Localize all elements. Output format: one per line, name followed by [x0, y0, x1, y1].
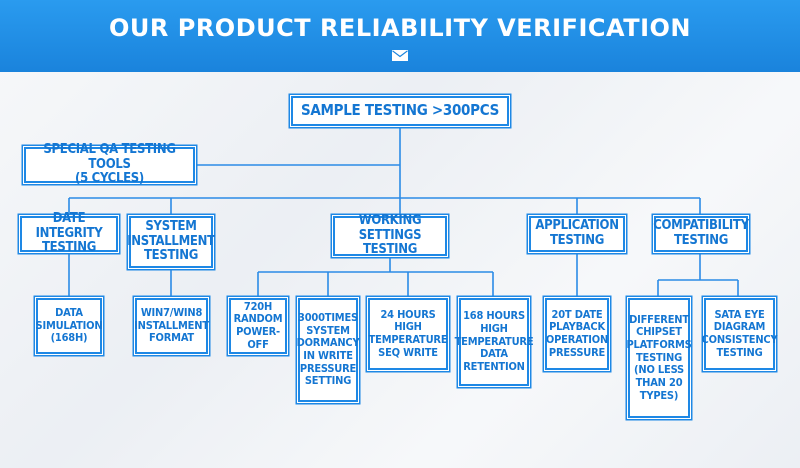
test-chipset-platforms: DIFFERENT CHIPSET PLATFORMS TESTING (NO … [626, 298, 692, 418]
test-win7-win8-installment: WIN7/WIN8 INSTALLMENT FORMAT [134, 298, 209, 354]
header-banner: OUR PRODUCT RELIABILITY VERIFICATION [0, 0, 800, 72]
test-high-temp-data-retention: 168 HOURS HIGH TEMPERATURE DATA RETENTIO… [455, 298, 534, 386]
test-data-playback-pressure: 20T DATE PLAYBACK OPERATION PRESSURE [545, 298, 609, 370]
category-system-installment: SYSTEM INSTALLMENT TESTING [127, 216, 215, 268]
envelope-icon [392, 50, 408, 61]
qa-tools-box: SPECIAL QA TESTING TOOLS (5 CYCLES) [24, 142, 195, 186]
root-box: SAMPLE TESTING >300PCS [291, 96, 509, 126]
test-random-power-off: 720H RANDOM POWER-OFF [229, 298, 287, 354]
test-data-simulation: DATA SIMULATION (168H) [36, 298, 103, 354]
category-application: APPLICATION TESTING [529, 216, 625, 252]
test-high-temp-seq-write: 24 HOURS HIGH TEMPERATURE SEQ WRITE [368, 298, 448, 370]
category-date-integrity: DATE INTEGRITY TESTING [20, 211, 118, 255]
test-sata-eye-diagram: SATA EYE DIAGRAM CONSISTENCY TESTING [702, 298, 778, 370]
page-title: OUR PRODUCT RELIABILITY VERIFICATION [109, 14, 691, 42]
category-working-settings: WORKING SETTINGS TESTING [333, 213, 447, 257]
test-system-dormancy: 3000TIMES SYSTEM DORMANCY IN WRITE PRESS… [297, 298, 360, 402]
category-compatibility: COMPATIBILITY TESTING [653, 216, 749, 252]
